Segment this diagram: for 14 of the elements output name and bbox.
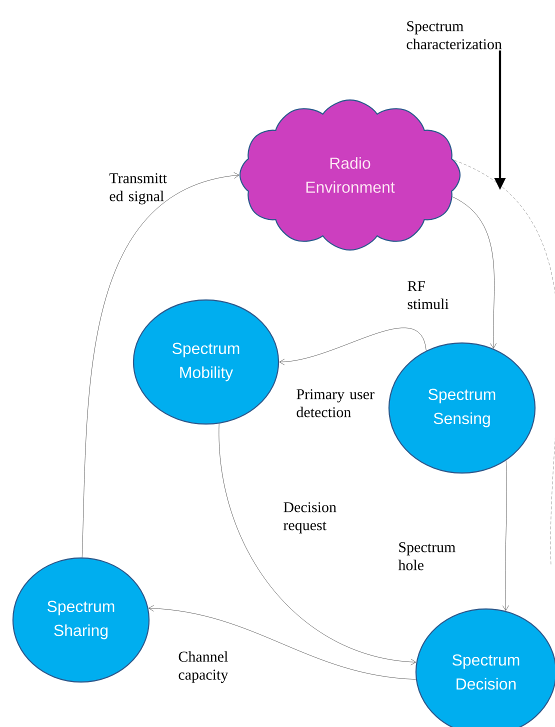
edge-label: Transmitt ed signal <box>109 173 167 204</box>
edge-label: Decision request <box>284 502 336 534</box>
arrow <box>82 172 240 558</box>
dashed-line <box>454 160 555 566</box>
edge-label: Spectrum hole <box>398 542 456 570</box>
arrow <box>218 423 416 666</box>
edge-label: Primary user detection <box>296 389 374 418</box>
arrow <box>502 460 509 611</box>
edge-label: RF stimuli <box>408 281 449 310</box>
annotation-text: Spectrum characterization <box>406 21 502 50</box>
edge-label: Channel capacity <box>178 651 228 683</box>
arrow <box>148 605 416 680</box>
arrow <box>452 196 497 349</box>
arrow <box>279 328 426 366</box>
